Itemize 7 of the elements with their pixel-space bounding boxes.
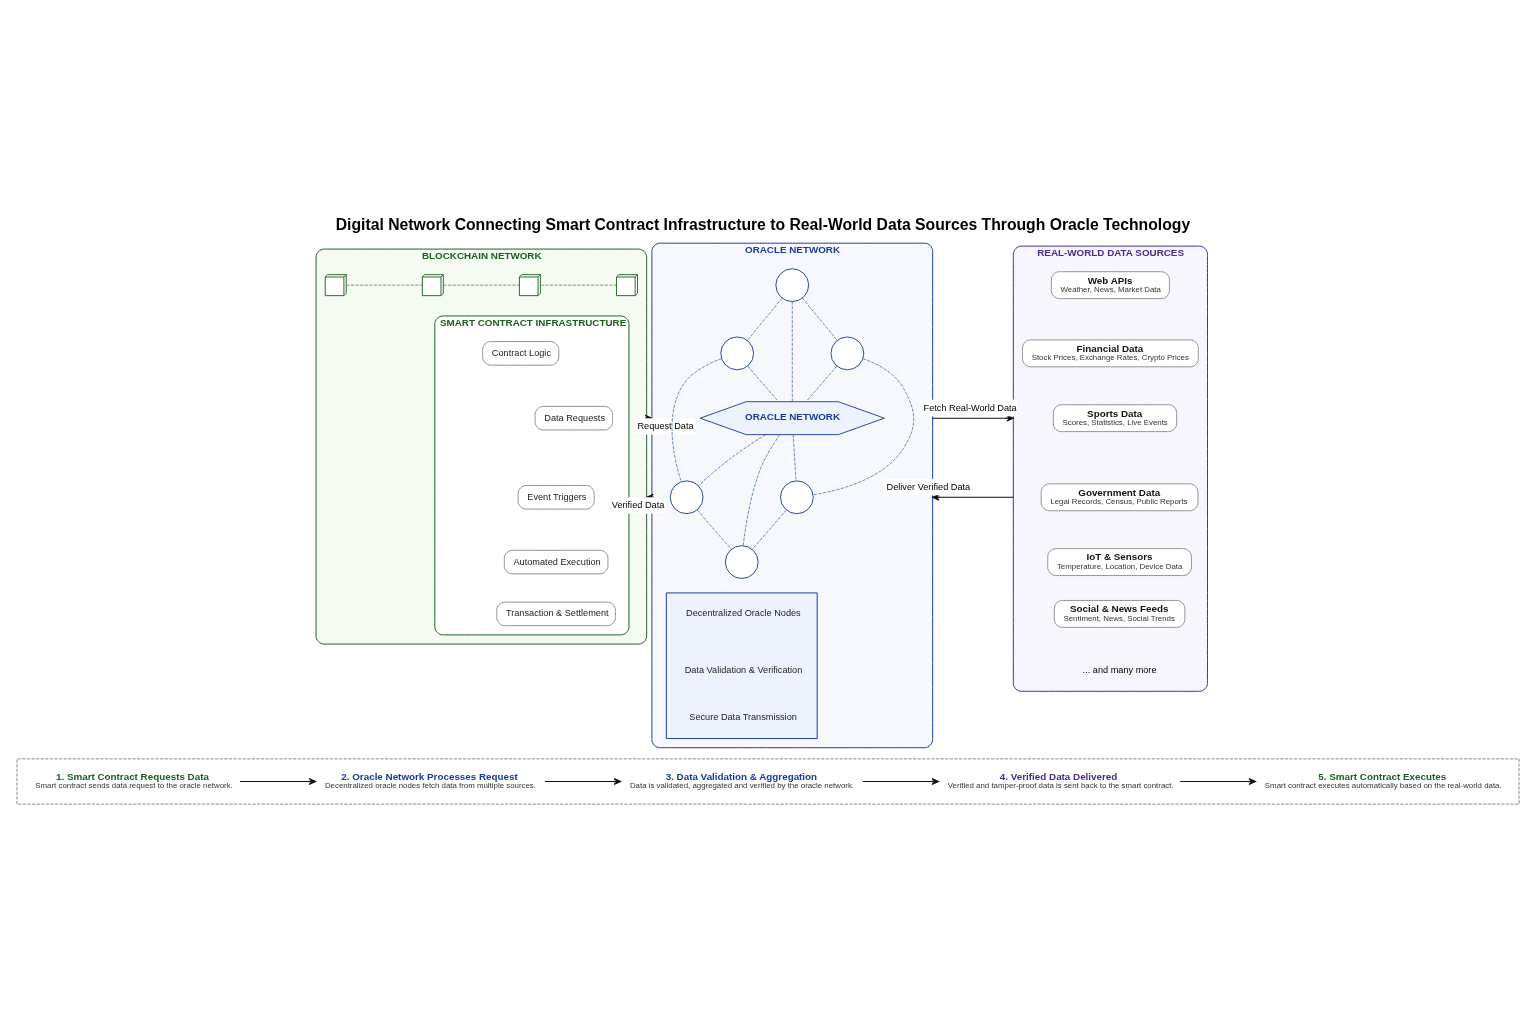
node-text: Data Validation & Verification bbox=[684, 664, 803, 675]
edge-label: Fetch Real-World Data bbox=[923, 402, 1017, 413]
node-text: Secure Data Transmission bbox=[689, 711, 797, 722]
node-text: Decentralized Oracle Nodes bbox=[686, 607, 801, 618]
diagram-title: Digital Network Connecting Smart Contract Infrastructure to Real-World Data Sources Through Oracle Technology bbox=[335, 215, 1191, 233]
label: ... and many more bbox=[1082, 664, 1157, 675]
edge-label: Deliver Verified Data bbox=[886, 481, 971, 492]
